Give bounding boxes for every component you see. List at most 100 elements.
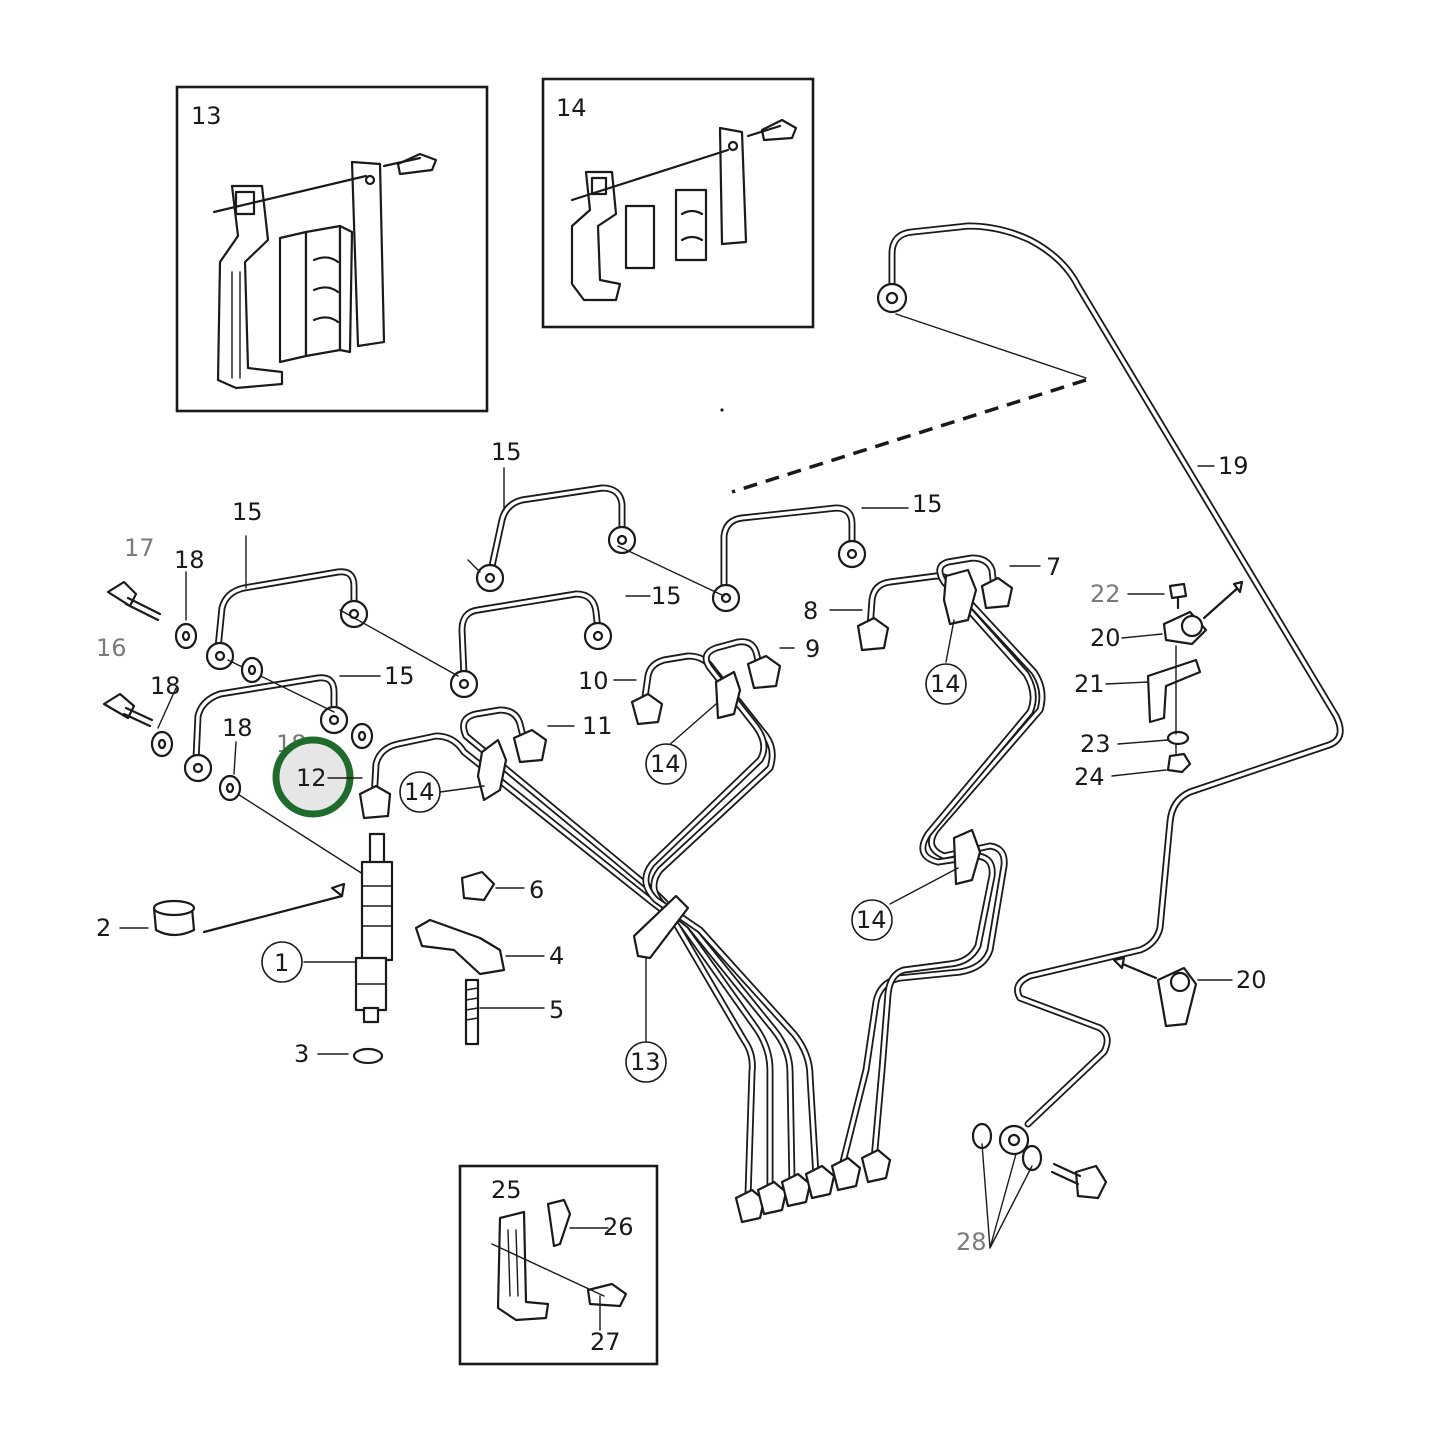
clamp-14-b — [714, 670, 742, 720]
washer-3 — [352, 1047, 384, 1065]
callout-11: 11 — [582, 712, 613, 740]
pipe-19-banjo-top-hole — [885, 291, 899, 305]
pipe-nut-12 — [358, 784, 392, 820]
bolt-17-head — [106, 580, 138, 608]
clamp-block-end — [338, 224, 354, 354]
clamp-block-14a — [624, 204, 656, 270]
callout-20-bottom: 20 — [1236, 966, 1267, 994]
injector-lines — [355, 885, 393, 985]
nut-6 — [460, 870, 496, 902]
callout-4: 4 — [549, 942, 564, 970]
callout-14-a: 14 — [404, 778, 435, 806]
callout-19: 19 — [1218, 452, 1249, 480]
pump-nut-2 — [756, 1180, 788, 1216]
callout-8: 8 — [803, 597, 818, 625]
stud-5-thread — [465, 987, 479, 1021]
inset-25-leaders — [491, 1227, 609, 1331]
seal-2-arrow — [202, 894, 344, 934]
clamp-14-a — [476, 738, 508, 802]
callout-15-left: 15 — [232, 498, 263, 526]
inset-13-label: 13 — [191, 102, 222, 130]
callout-18-a: 18 — [174, 546, 205, 574]
pipe-nut-8 — [856, 616, 890, 652]
bracket-14 — [570, 170, 622, 302]
callout-5: 5 — [549, 996, 564, 1024]
pipe-19 — [876, 222, 1344, 1156]
clip-20-bottom-arrow — [1116, 960, 1158, 980]
injector-1 — [152, 832, 394, 1065]
screw-22 — [1168, 582, 1188, 600]
clamp-block-14b-grooves — [680, 209, 704, 242]
inset-14: 14 — [541, 77, 815, 329]
bolt-28-shank — [1050, 1162, 1082, 1186]
fittings-leaders — [981, 593, 1233, 1249]
callout-21: 21 — [1074, 670, 1105, 698]
inset-25-label: 25 — [491, 1176, 522, 1204]
injector-inlet — [368, 832, 386, 866]
callout-15-lower: 15 — [384, 662, 415, 690]
nut-24 — [1166, 752, 1192, 774]
callout-18-c: 18 — [222, 714, 253, 742]
clamp-leaders — [479, 887, 545, 1009]
inset-25: 25 26 27 — [458, 1164, 659, 1366]
injector-clamp-group — [414, 870, 506, 1046]
washer-28-b — [1021, 1144, 1043, 1172]
injector-leaders — [119, 927, 357, 1055]
bracket-13 — [216, 184, 284, 390]
callout-14-b: 14 — [650, 750, 681, 778]
pump-nut-5 — [830, 1156, 862, 1192]
callout-26: 26 — [603, 1213, 634, 1241]
callout-17: 17 — [124, 534, 155, 562]
clamp-13 — [632, 894, 690, 960]
callout-13-circle — [625, 1041, 667, 1083]
bracket-21 — [1146, 658, 1202, 724]
clamp-strap-hole — [364, 174, 376, 186]
callout-6: 6 — [529, 876, 544, 904]
callout-15-right: 15 — [912, 490, 943, 518]
clamp-leaders-14 — [439, 619, 959, 1045]
banjo-leaders — [221, 545, 725, 877]
callout-2: 2 — [96, 914, 111, 942]
callout-24: 24 — [1074, 763, 1105, 791]
seal-2-arrowhead — [330, 882, 346, 898]
bolt-27 — [586, 1282, 628, 1308]
callout-14-b-circle — [645, 743, 687, 785]
pipe-nut-10 — [630, 692, 664, 726]
callout-12-highlight-ring — [272, 736, 354, 818]
inset-25-frame — [458, 1164, 659, 1366]
callout-14-c: 14 — [930, 670, 961, 698]
callout-10: 10 — [578, 667, 609, 695]
callout-16: 16 — [96, 634, 127, 662]
callout-1: 1 — [274, 949, 289, 977]
bracket-13-slot — [231, 271, 241, 379]
inset-13: 13 — [175, 85, 489, 413]
clamp-strap-14 — [718, 126, 748, 246]
pipe-nut-7 — [980, 576, 1014, 610]
clamp-strap-14-hole — [727, 140, 739, 152]
clamp-block-front — [278, 230, 308, 364]
pump-nut-6 — [860, 1148, 892, 1184]
pipe-15-set — [183, 484, 867, 783]
bolt-16-shank — [122, 706, 154, 728]
callout-23: 23 — [1080, 730, 1111, 758]
callout-15-top: 15 — [491, 438, 522, 466]
inset-14-leaders — [570, 124, 782, 202]
inset-14-bolt — [760, 118, 798, 142]
dashed-reference-line — [731, 378, 1087, 494]
clip-20-top-arrowhead — [1232, 580, 1244, 594]
callout-15-middle: 15 — [651, 582, 682, 610]
clamp-14-d — [952, 828, 982, 886]
clip-20-bottom-arrowhead — [1112, 956, 1126, 970]
callout-28: 28 — [956, 1228, 987, 1256]
pipe-19-end-leader — [895, 313, 1087, 379]
washer-23 — [1166, 730, 1190, 746]
bolt-16-head — [102, 692, 136, 720]
pipe-19-banjo-bottom-hole — [1007, 1133, 1021, 1147]
callout-27: 27 — [590, 1328, 621, 1356]
pump-nut-4 — [804, 1164, 836, 1200]
pump-nut-3 — [780, 1172, 812, 1208]
callout-1-circle — [261, 941, 303, 983]
callout-18-b: 18 — [150, 672, 181, 700]
inset-13-bolt — [396, 152, 438, 176]
